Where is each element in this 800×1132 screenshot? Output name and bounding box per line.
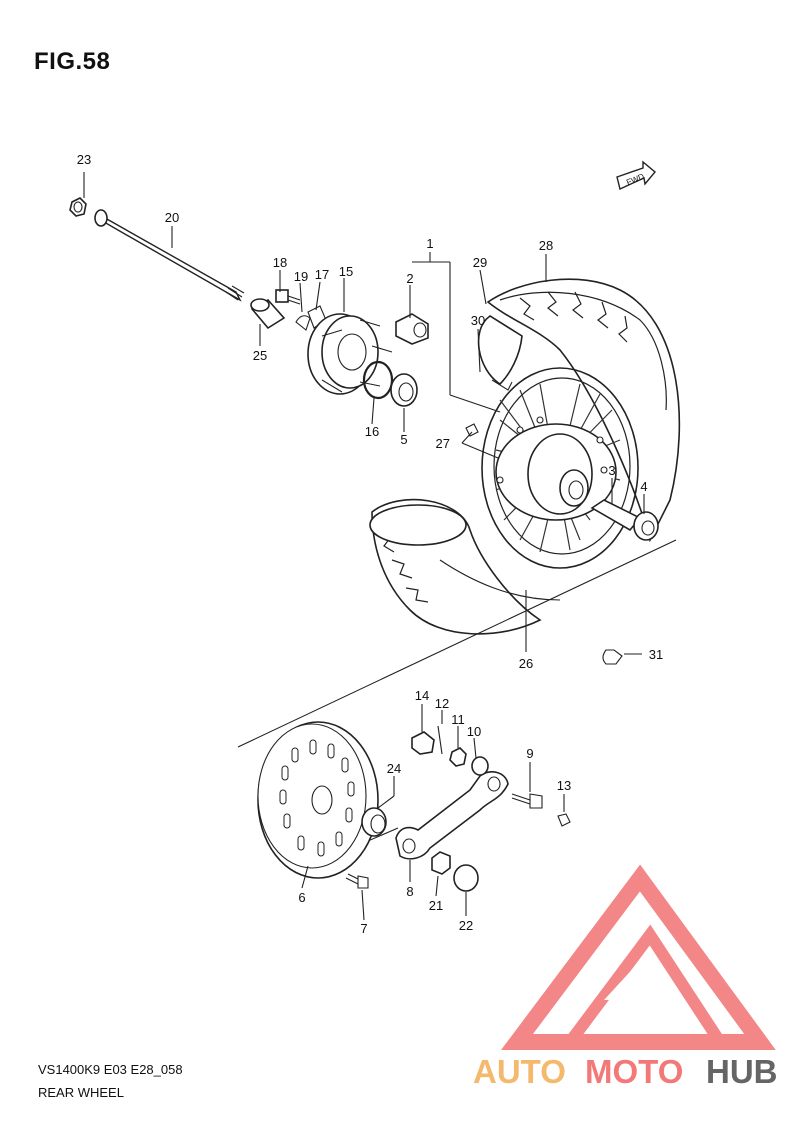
callout-6: 6 bbox=[298, 890, 305, 905]
watermark-text-auto: AUTO bbox=[473, 1053, 566, 1090]
callout-23: 23 bbox=[77, 152, 91, 167]
callout-15: 15 bbox=[339, 264, 353, 279]
bolt-18-part bbox=[275, 289, 301, 305]
callout-27: 27 bbox=[436, 436, 450, 451]
callout-1: 1 bbox=[426, 236, 433, 251]
callout-25: 25 bbox=[253, 348, 267, 363]
bearing-5-part bbox=[390, 373, 418, 407]
bearing-4-part bbox=[633, 511, 659, 541]
callout-8: 8 bbox=[406, 884, 413, 899]
clip-part bbox=[602, 649, 623, 665]
cotter-pin-part bbox=[437, 725, 443, 755]
leader-lines bbox=[83, 172, 645, 921]
callout-4: 4 bbox=[640, 479, 647, 494]
callout-12: 12 bbox=[435, 696, 449, 711]
figure-title: FIG.58 bbox=[34, 48, 111, 75]
watermark-logo: AUTO MOTO HUB bbox=[473, 864, 778, 1090]
disc-bolt-part bbox=[345, 873, 369, 889]
nut-13-part bbox=[557, 813, 571, 827]
disc-spacer-part bbox=[361, 807, 387, 837]
callout-14: 14 bbox=[415, 688, 429, 703]
callout-28: 28 bbox=[539, 238, 553, 253]
fwd-arrow-icon: FWD bbox=[616, 160, 656, 190]
watermark-text-hub: HUB bbox=[706, 1053, 778, 1090]
bolt-9-part bbox=[511, 793, 543, 809]
model-code: VS1400K9 E03 E28_058 bbox=[38, 1062, 183, 1077]
sprocket-drum-part bbox=[307, 313, 393, 395]
callout-21: 21 bbox=[429, 898, 443, 913]
tire-part bbox=[369, 278, 681, 635]
callout-30: 30 bbox=[471, 313, 485, 328]
torque-link-part bbox=[395, 771, 509, 860]
callout-2: 2 bbox=[406, 271, 413, 286]
damper-part bbox=[395, 313, 429, 345]
tube-part bbox=[477, 315, 523, 391]
callout-16: 16 bbox=[365, 424, 379, 439]
callout-7: 7 bbox=[360, 921, 367, 936]
washer-10-part bbox=[471, 756, 489, 776]
brake-disc-part bbox=[257, 721, 379, 879]
balancer-27-part bbox=[465, 423, 479, 437]
callout-9: 9 bbox=[526, 746, 533, 761]
axle-nut-part bbox=[69, 197, 87, 217]
callout-20: 20 bbox=[165, 210, 179, 225]
watermark-text-moto: MOTO bbox=[585, 1053, 683, 1090]
callout-13: 13 bbox=[557, 778, 571, 793]
nut-11-part bbox=[449, 747, 467, 767]
spacer-part bbox=[250, 298, 286, 330]
callout-31: 31 bbox=[649, 647, 663, 662]
section-name: REAR WHEEL bbox=[38, 1085, 124, 1100]
callout-29: 29 bbox=[473, 255, 487, 270]
nut-21-part bbox=[431, 851, 451, 875]
callout-18: 18 bbox=[273, 255, 287, 270]
callout-17: 17 bbox=[315, 267, 329, 282]
callout-26: 26 bbox=[519, 656, 533, 671]
lock-washer-19-part bbox=[295, 315, 311, 331]
wheel-hub-part bbox=[481, 367, 639, 569]
callout-19: 19 bbox=[294, 269, 308, 284]
callout-22: 22 bbox=[459, 918, 473, 933]
cushion-14-part bbox=[411, 731, 435, 755]
o-ring-part bbox=[362, 360, 394, 400]
callout-24: 24 bbox=[387, 761, 401, 776]
plane-line-upper bbox=[237, 539, 677, 748]
callout-11: 11 bbox=[451, 712, 465, 727]
cap-part bbox=[453, 864, 479, 892]
callout-5: 5 bbox=[400, 432, 407, 447]
axle-part bbox=[94, 209, 245, 302]
callout-10: 10 bbox=[467, 724, 481, 739]
callout-3: 3 bbox=[608, 463, 615, 478]
